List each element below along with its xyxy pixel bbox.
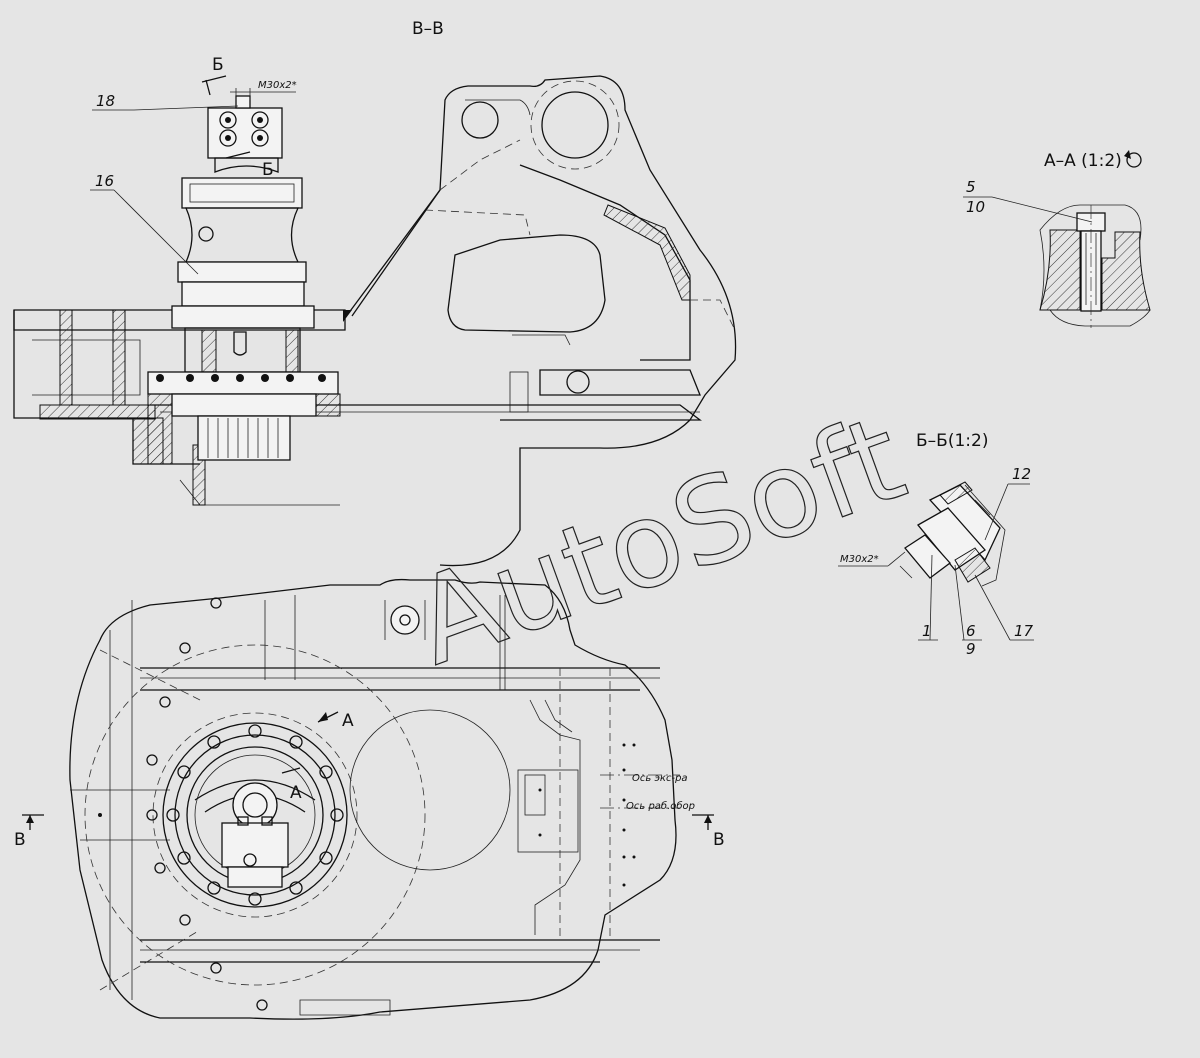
part-label-6: 6: [966, 622, 976, 640]
flange-bolts: [156, 374, 326, 382]
part-label-17: 17: [1014, 622, 1034, 640]
rotation-direction-icon: [1124, 150, 1142, 168]
axis-note-excavator: Ось экс-ра: [632, 773, 688, 784]
part-label-12: 12: [1012, 465, 1031, 483]
part-label-9: 9: [966, 640, 976, 658]
cut-mark-b-top: Б Б: [201, 55, 274, 180]
thread-label-bb: М30х2*: [840, 554, 879, 565]
axis-notes: Ось экс-ра Ось раб.обор: [600, 773, 695, 812]
rivet-holes: [98, 743, 636, 887]
section-aa-view: [1039, 204, 1151, 328]
part-callout-16: 16: [90, 172, 199, 275]
part-callout-5-10: 5 10: [963, 178, 1093, 223]
pinion-gear: [197, 415, 291, 461]
section-vv-title: В–В: [412, 19, 444, 39]
part-label-18: 18: [96, 92, 115, 110]
section-bb-title: Б–Б(1:2): [916, 431, 988, 451]
plan-view: [69, 578, 677, 1020]
axis-note-work-equipment: Ось раб.обор: [626, 800, 695, 812]
cut-mark-v-label-right: В: [713, 830, 725, 850]
cut-mark-a-label-top: А: [342, 711, 354, 731]
cut-mark-b-label-top: Б: [212, 55, 224, 75]
part-callout-17: 17: [974, 574, 1034, 641]
part-callout-18: 18: [92, 92, 239, 111]
part-callout-1: 1: [918, 554, 938, 641]
cut-mark-a-label-bottom: А: [290, 783, 302, 803]
part-label-10: 10: [966, 198, 985, 216]
watermark: AutoSoft: [397, 389, 920, 692]
cut-mark-a: А А: [281, 711, 354, 803]
frame-bolts: [146, 597, 268, 1011]
part-callout-12: 12: [984, 465, 1031, 541]
cut-mark-v-label-left: В: [14, 830, 26, 850]
thread-callout-bb: М30х2*: [838, 551, 913, 579]
part-label-5: 5: [966, 178, 976, 196]
slewing-ring-bolts: [166, 724, 344, 906]
section-bb-view: [904, 481, 1006, 587]
valve-block-ports: [219, 111, 269, 147]
part-callout-6-9: 6 9: [954, 564, 982, 658]
section-vv-view: [13, 75, 737, 567]
part-label-16: 16: [95, 172, 114, 190]
section-aa-title: А–А (1:2): [1044, 151, 1122, 171]
thread-label-top: М30х2*: [258, 80, 297, 91]
thread-callout-top: М30х2*: [230, 80, 297, 100]
cut-mark-v-right: В: [692, 814, 725, 850]
cut-mark-b-label-bottom: Б: [262, 160, 274, 180]
part-label-1: 1: [922, 622, 932, 640]
cut-mark-v-left: В: [14, 814, 44, 850]
